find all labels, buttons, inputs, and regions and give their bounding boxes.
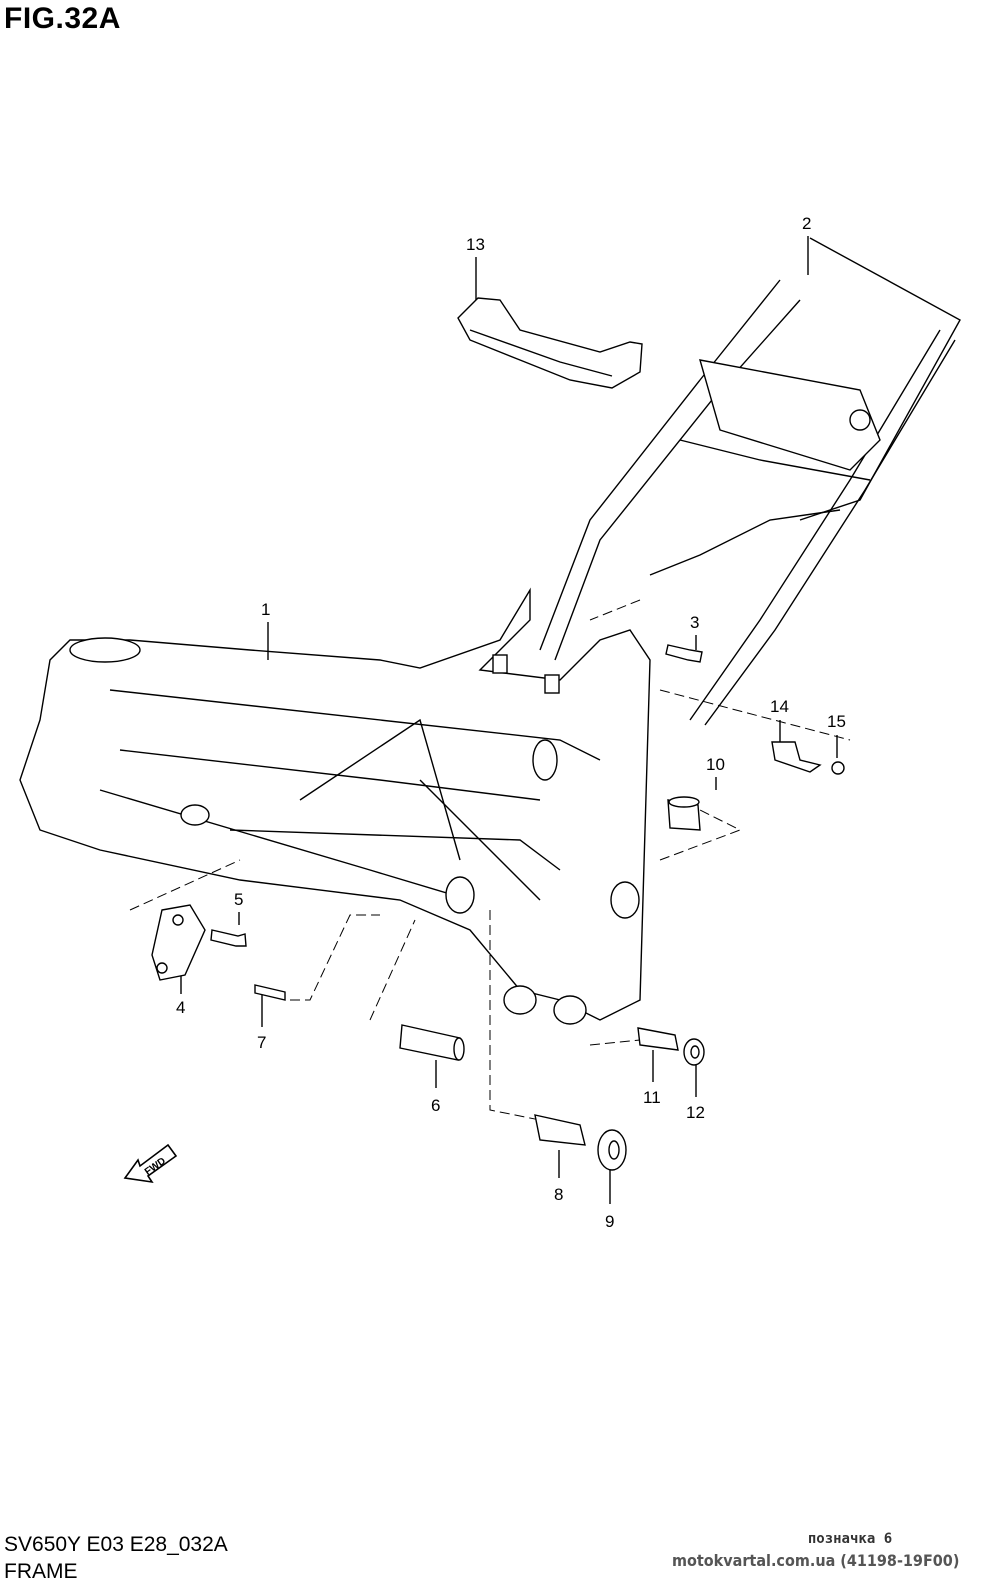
- callout-11: 11: [643, 1088, 661, 1107]
- part-6-collar[interactable]: [399, 1024, 465, 1061]
- callout-9: 9: [605, 1212, 614, 1231]
- part-14-clamp[interactable]: [771, 741, 822, 773]
- part-10-collar[interactable]: [667, 796, 701, 831]
- callout-7: 7: [257, 1033, 266, 1052]
- model-code: SV650Y E03 E28_032A: [4, 1533, 228, 1556]
- assembly-leaders: [129, 236, 851, 1204]
- source-watermark: motokvartal.com.ua (41198-19F00): [672, 1551, 960, 1570]
- part-4-bracket[interactable]: [151, 904, 206, 981]
- callout-10: 10: [706, 755, 725, 774]
- callout-4: 4: [176, 998, 185, 1017]
- callout-labels: 1 2 3 4 5 6 7 8 9 10 11 12 13 14 15: [176, 214, 846, 1231]
- callout-14: 14: [770, 697, 789, 716]
- figure-title: FIG.32A: [4, 2, 121, 35]
- callout-6: 6: [431, 1096, 440, 1115]
- callout-13: 13: [466, 235, 485, 254]
- part-9-nut[interactable]: [597, 1129, 627, 1171]
- part-1-main-frame[interactable]: [19, 587, 651, 1025]
- section-name: FRAME: [4, 1560, 78, 1583]
- part-5-bolt[interactable]: [210, 929, 247, 947]
- callout-1: 1: [261, 600, 270, 619]
- part-2-seat-rail[interactable]: [539, 237, 961, 726]
- part-11-spacer[interactable]: [637, 1027, 679, 1051]
- callout-5: 5: [234, 890, 243, 909]
- part-8-spacer[interactable]: [534, 1114, 586, 1146]
- part-13-cover[interactable]: [457, 297, 643, 389]
- part-12-nut[interactable]: [683, 1038, 705, 1066]
- callout-12: 12: [686, 1103, 705, 1122]
- fwd-arrow-icon: FWD: [123, 1143, 178, 1184]
- callout-8: 8: [554, 1185, 563, 1204]
- callout-2: 2: [802, 214, 811, 233]
- marker-label: позначка 6: [807, 1531, 893, 1547]
- callout-15: 15: [827, 712, 846, 731]
- part-3-bolt[interactable]: [665, 644, 703, 663]
- callout-3: 3: [690, 613, 699, 632]
- part-7-bolt[interactable]: [254, 984, 286, 1001]
- part-15-bolt[interactable]: [831, 761, 845, 775]
